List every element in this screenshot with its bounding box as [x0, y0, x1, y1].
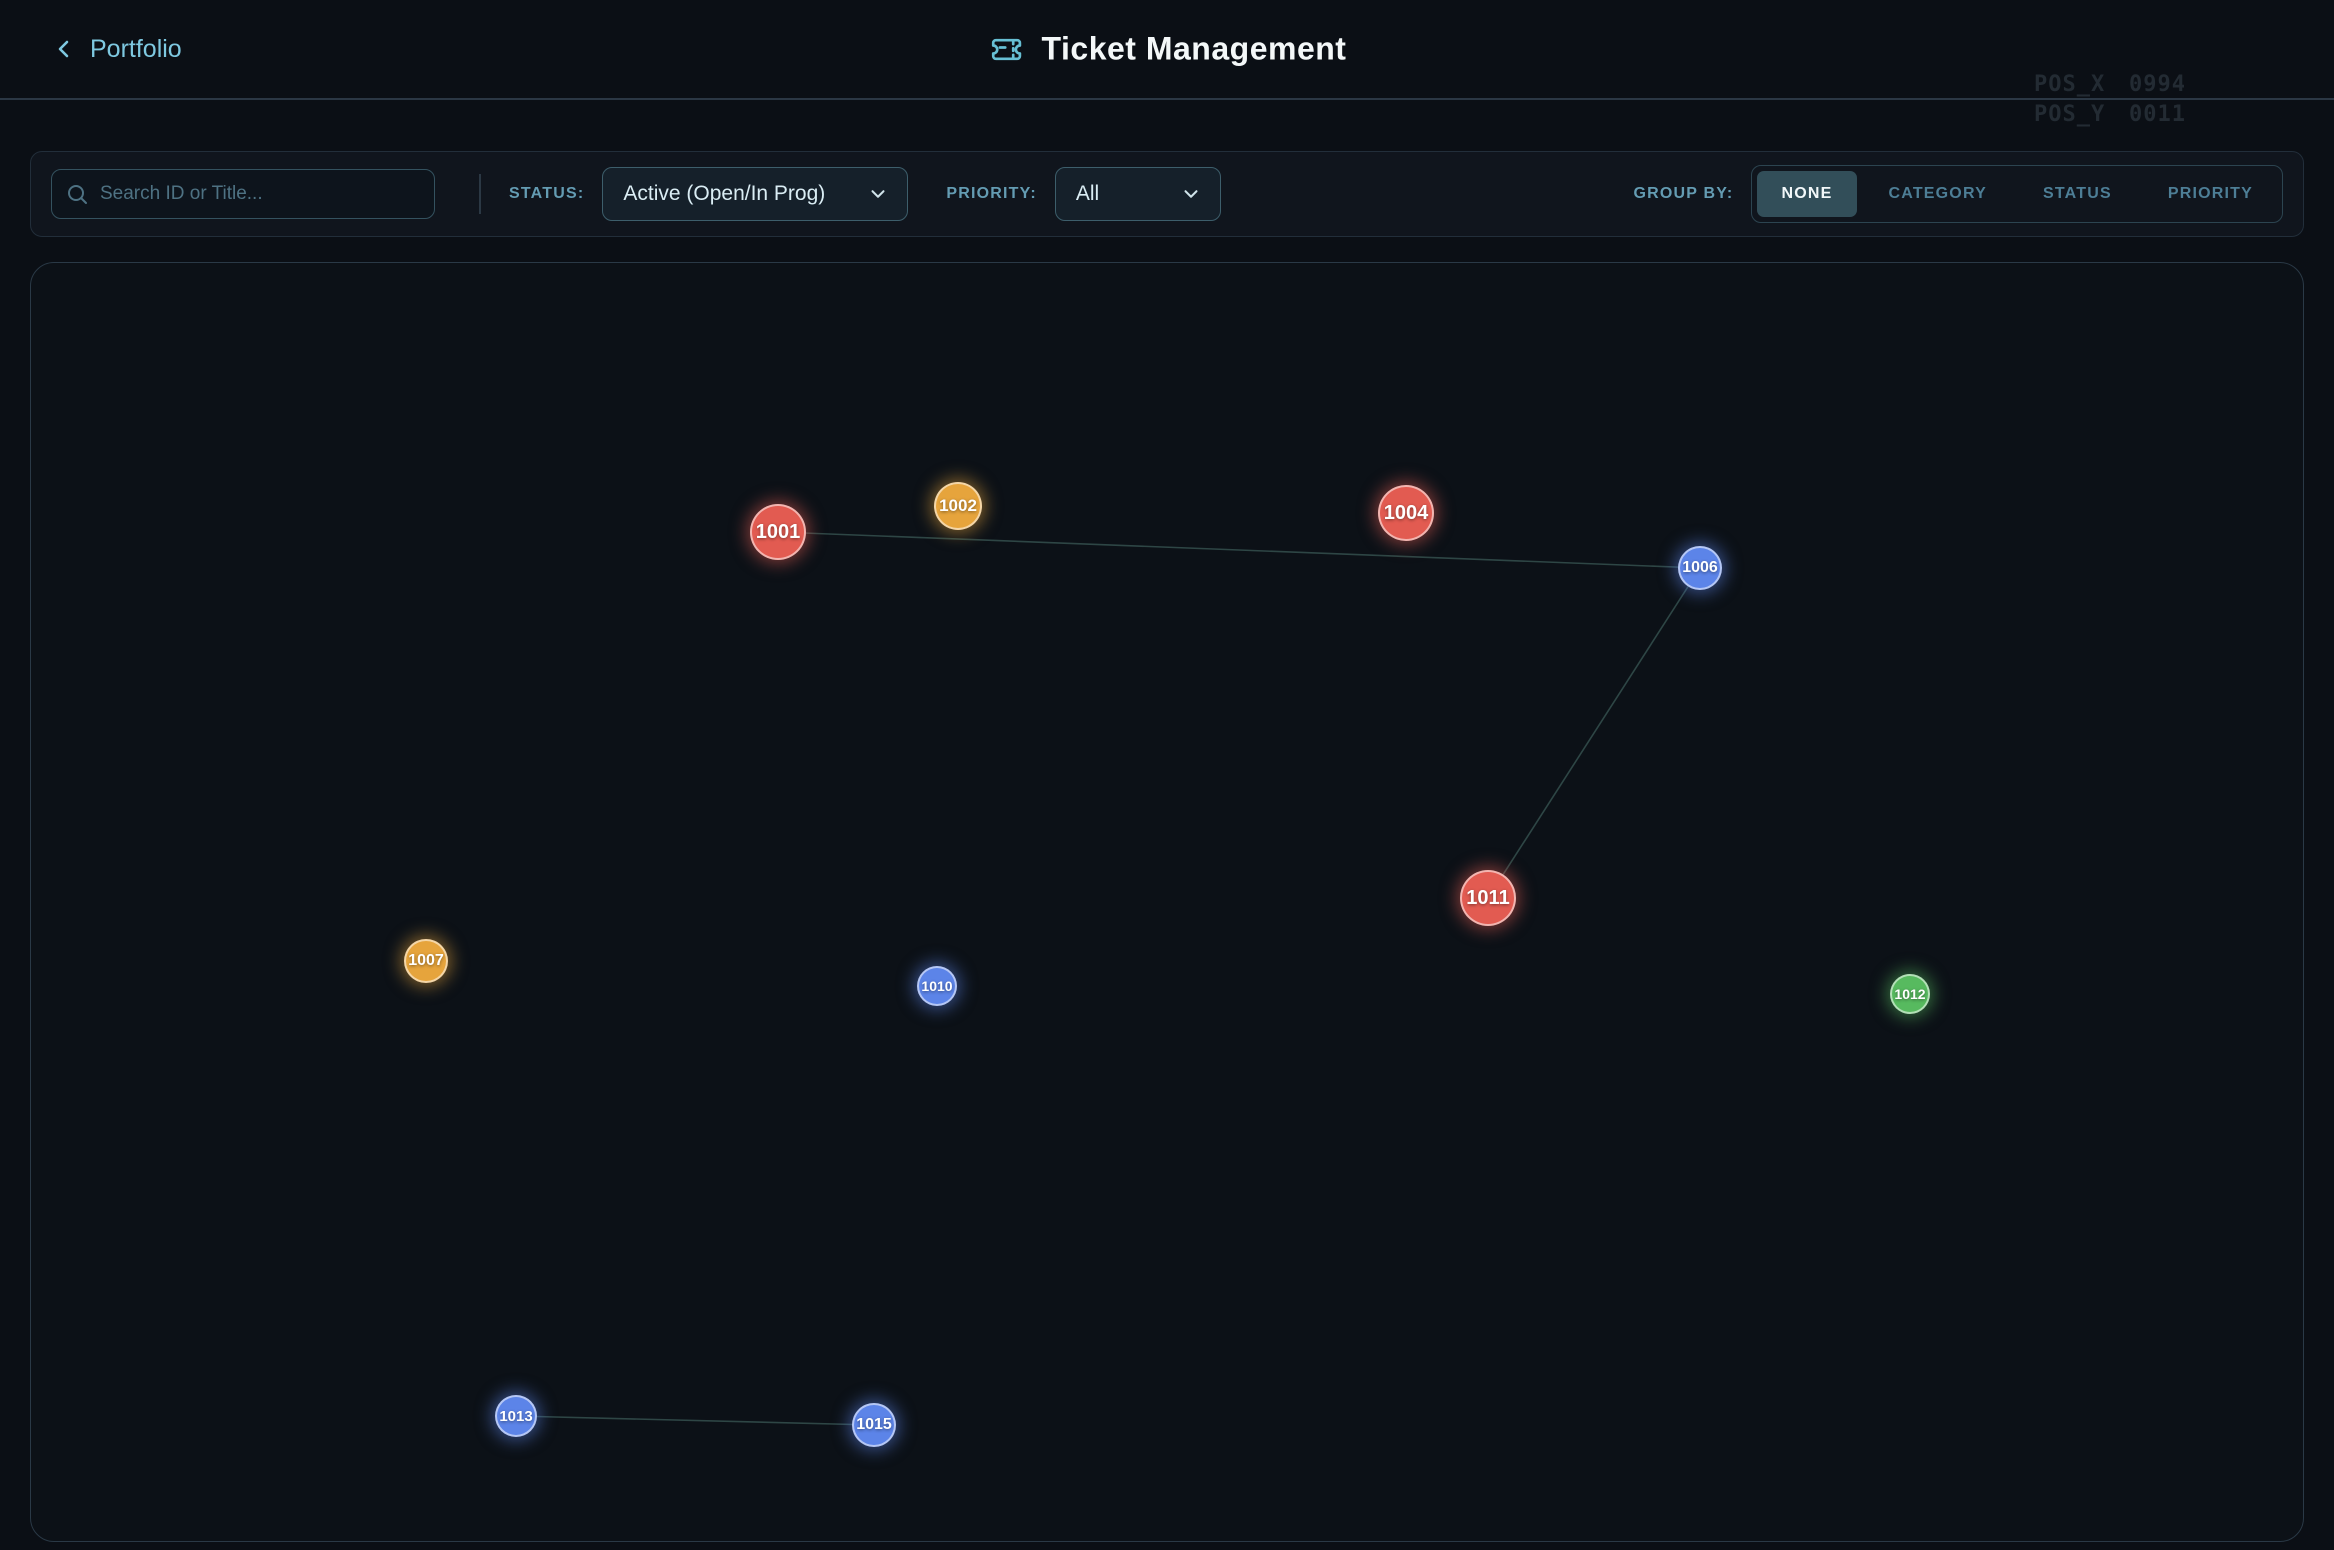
back-link-label: Portfolio: [90, 34, 182, 63]
ticket-node-1013[interactable]: 1013: [495, 1395, 537, 1437]
app-header: Portfolio Ticket Management POS_X 0994 P…: [0, 0, 2334, 127]
debug-pos-overlay: POS_X 0994 POS_Y 0011: [2034, 70, 2186, 130]
ticket-node-1004[interactable]: 1004: [1378, 485, 1434, 541]
chevron-down-icon: [1184, 190, 1198, 198]
ticket-node-1011[interactable]: 1011: [1460, 870, 1516, 926]
group-by-segmented-control: NONE CATEGORY STATUS PRIORITY: [1751, 165, 2283, 223]
priority-filter-label: PRIORITY:: [946, 185, 1037, 202]
status-filter-label: STATUS:: [509, 185, 585, 202]
debug-pos-y-value: 0011: [2129, 102, 2186, 127]
ticket-node-1012[interactable]: 1012: [1890, 974, 1930, 1014]
page-title: Ticket Management: [1041, 30, 1347, 67]
group-by-option-category[interactable]: CATEGORY: [1865, 171, 2012, 217]
edge-layer: [515, 531, 1701, 1426]
group-by-option-priority[interactable]: PRIORITY: [2144, 171, 2277, 217]
group-by-option-none[interactable]: NONE: [1757, 171, 1857, 217]
priority-select-value: All: [1075, 182, 1100, 205]
ticket-icon: [991, 38, 1022, 60]
ticket-edge-1013-1015: [515, 1415, 875, 1426]
ticket-node-1010[interactable]: 1010: [917, 966, 957, 1006]
ticket-node-1015[interactable]: 1015: [852, 1403, 896, 1447]
back-to-portfolio-link[interactable]: Portfolio: [52, 35, 182, 64]
chevron-left-icon: [58, 40, 69, 58]
ticket-node-1001[interactable]: 1001: [750, 504, 806, 560]
group-by-option-status[interactable]: STATUS: [2019, 171, 2136, 217]
status-select-value: Active (Open/In Prog): [623, 182, 826, 205]
ticket-node-1002[interactable]: 1002: [934, 482, 982, 530]
ticket-graph-canvas[interactable]: 1001 1002 1004 1006 1007 1010 1011 1012 1013 1015: [30, 262, 2304, 1542]
toolbar-divider: [479, 174, 481, 214]
group-by-section: GROUP BY: NONE CATEGORY STATUS PRIORITY: [1633, 165, 2283, 223]
status-select[interactable]: Active (Open/In Prog): [602, 167, 909, 221]
ticket-node-1006[interactable]: 1006: [1678, 546, 1722, 590]
ticket-node-1007[interactable]: 1007: [404, 939, 448, 983]
group-by-label: GROUP BY:: [1633, 185, 1734, 202]
search-input[interactable]: [51, 169, 435, 219]
filter-toolbar: STATUS: Active (Open/In Prog) PRIORITY: …: [30, 151, 2304, 237]
search-box: [51, 169, 435, 219]
debug-pos-x-value: 0994: [2129, 72, 2186, 97]
ticket-edge-1001-1006: [777, 531, 1701, 569]
priority-select[interactable]: All: [1054, 167, 1221, 221]
debug-pos-x-label: POS_X: [2034, 72, 2106, 97]
debug-pos-y-label: POS_Y: [2034, 102, 2106, 127]
chevron-down-icon: [871, 190, 885, 198]
ticket-edge-1006-1011: [1487, 567, 1701, 899]
